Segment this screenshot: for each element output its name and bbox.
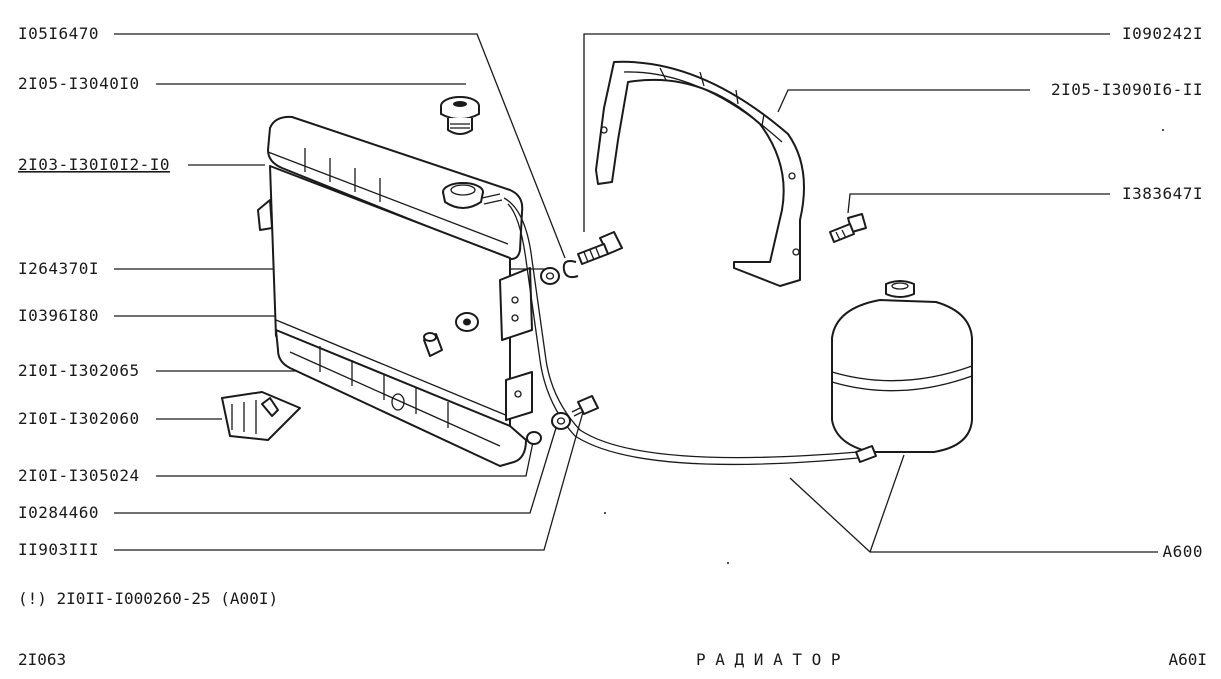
callout-label-left-1: I05I6470 [18,24,99,43]
spring-clip [562,260,579,279]
radiator-assembly [257,115,533,467]
assembly-note: (!) 2I0II-I000260-25 (A00I) [18,589,279,608]
callout-label-right-3: I383647I [1122,184,1203,203]
callout-label-right-4: A600 [1162,542,1203,561]
rubber-spacer [423,332,443,357]
model-number: 2I063 [18,650,67,669]
radiator-cap [440,96,480,135]
callout-label-left-6: 2I0I-I302065 [18,361,140,380]
expansion-tank [831,280,973,463]
fan-shroud [595,60,805,287]
callout-label-left-7: 2I0I-I302060 [18,409,140,428]
callout-label-left-8: 2I0I-I305024 [18,466,140,485]
callout-label-left-3: 2I03-I30I0I2-I0 [18,155,170,174]
drain-plug [526,431,542,445]
sheet-number: A60I [1168,650,1207,669]
sheet-title: Р А Д И А Т О Р [696,650,841,669]
bolt-upper [577,231,623,265]
callout-label-right-2: 2I05-I3090I6-II [1051,80,1203,99]
washer-1 [540,267,560,285]
bolt-right [829,213,867,243]
callout-label-left-2: 2I05-I3040I0 [18,74,140,93]
washer-2 [551,412,571,430]
mounting-pad [221,391,301,441]
callout-label-left-10: II903III [18,540,99,559]
rubber-bushing [455,312,479,332]
overflow-hose [503,197,859,466]
leader-lines [114,33,1158,553]
callout-label-right-1: I090242I [1122,24,1203,43]
bolt-lower [571,395,599,417]
callout-label-left-9: I0284460 [18,503,99,522]
callout-label-left-5: I0396I80 [18,306,99,325]
callout-label-left-4: I264370I [18,259,99,278]
